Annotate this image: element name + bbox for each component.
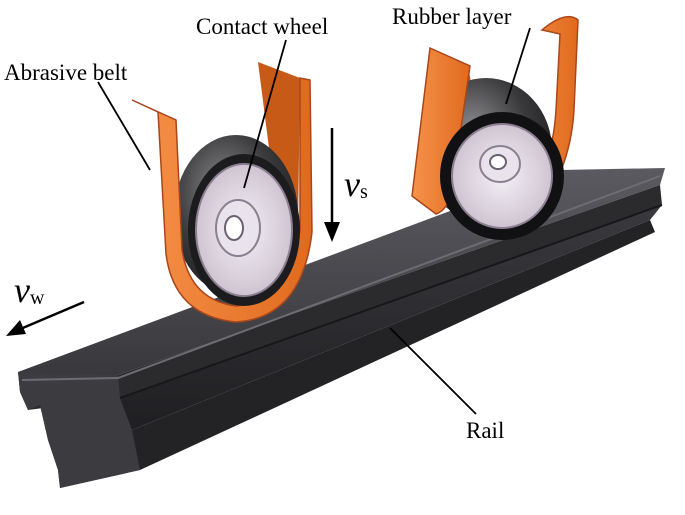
label-contact-wheel: Contact wheel	[196, 14, 328, 39]
rail-foot	[48, 220, 655, 488]
rail-groove	[119, 204, 663, 399]
label-rail: Rail	[466, 418, 504, 443]
leader-contact-wheel	[243, 39, 287, 189]
right-grinding-unit	[411, 15, 579, 240]
rail-highlight	[21, 175, 661, 381]
arrow-vs	[324, 128, 340, 242]
left-wheel-hub	[224, 215, 244, 241]
label-rubber-layer: Rubber layer	[392, 4, 512, 29]
symbol-vw: vw	[14, 270, 45, 310]
left-grinding-unit	[131, 62, 313, 323]
arrow-vw	[6, 300, 85, 336]
leader-abrasive-belt	[97, 81, 151, 171]
leader-rail	[389, 327, 477, 415]
label-abrasive-belt: Abrasive belt	[4, 60, 128, 85]
symbol-vs-main: v	[344, 164, 360, 204]
rail-end-profile	[18, 372, 140, 488]
right-wheel-hub	[489, 154, 507, 170]
rail-web	[40, 205, 662, 440]
symbol-vs: vs	[344, 164, 368, 204]
symbol-vw-main: v	[14, 270, 30, 310]
symbol-vs-sub: s	[360, 181, 368, 203]
rail	[18, 168, 665, 488]
symbol-vw-sub: w	[30, 287, 45, 309]
leader-rubber-layer	[505, 27, 531, 105]
left-belt-strand	[131, 77, 313, 323]
